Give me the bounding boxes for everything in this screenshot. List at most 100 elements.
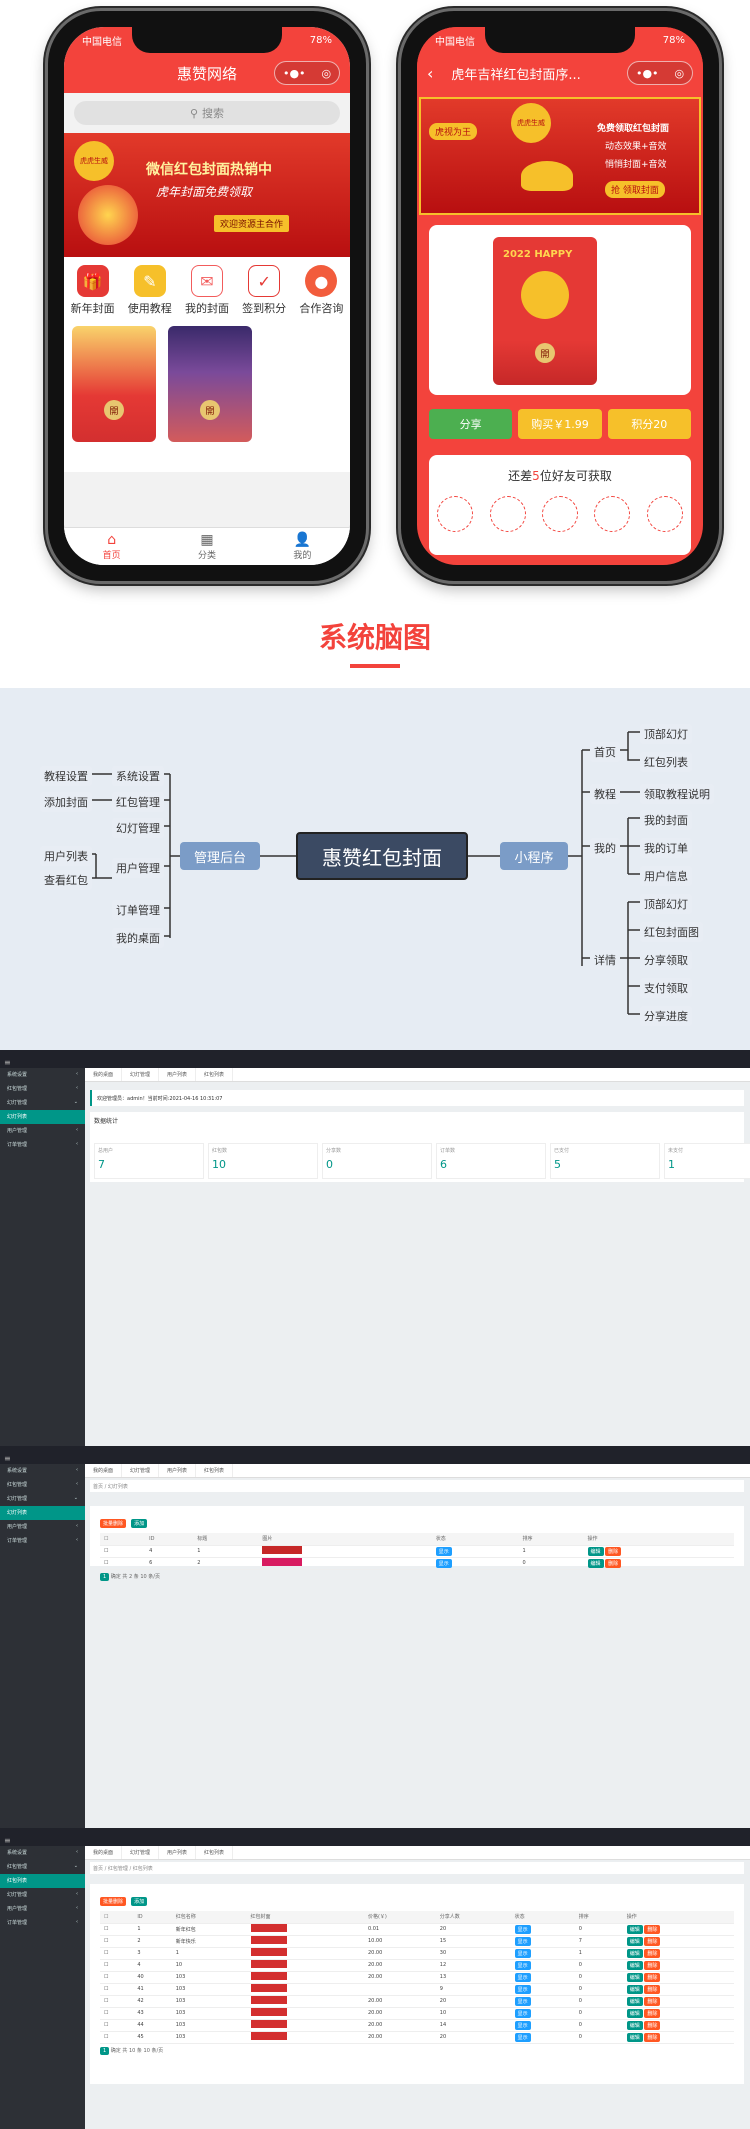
checkbox[interactable]: ☐ (100, 1923, 134, 1936)
capsule-menu[interactable]: •●• ◎ (627, 61, 693, 85)
page-number[interactable]: 1 (100, 1572, 110, 1581)
capsule-menu[interactable]: •●• ◎ (274, 61, 340, 85)
sidebar-item[interactable]: 系统设置‹ (7, 1071, 78, 1078)
status-badge[interactable]: 显示 (514, 2032, 531, 2042)
status-badge[interactable]: 显示 (514, 1984, 531, 1994)
sidebar-item[interactable]: 用户管理‹ (7, 1523, 78, 1530)
close-icon[interactable]: ◎ (321, 66, 332, 80)
cover-preview[interactable]: 2022 HAPPY 開 (493, 237, 597, 385)
delete-button[interactable]: 删除 (644, 2032, 661, 2042)
close-icon[interactable]: ◎ (674, 66, 685, 80)
delete-button[interactable]: 删除 (644, 1996, 661, 2006)
status-badge[interactable]: 显示 (435, 1558, 452, 1568)
edit-button[interactable]: 编辑 (626, 1948, 643, 1958)
sidebar-item[interactable]: 用户管理‹ (7, 1127, 78, 1134)
tab[interactable]: 我的桌面 (85, 1464, 123, 1477)
edit-button[interactable]: 编辑 (587, 1558, 604, 1568)
sidebar-item[interactable]: 订单管理‹ (7, 1141, 78, 1148)
home-banner[interactable]: 虎虎生威 微信红包封面热销中 虎年封面免费领取 欢迎资源主合作 (64, 133, 350, 257)
tab[interactable]: 红包列表 (196, 1068, 234, 1081)
delete-button[interactable]: 删除 (644, 1924, 661, 1934)
back-icon[interactable]: ‹ (427, 63, 434, 83)
go-button[interactable]: 确定 (110, 1573, 121, 1580)
share-button[interactable]: 分享 (429, 409, 513, 439)
edit-button[interactable]: 编辑 (626, 2020, 643, 2030)
delete-button[interactable]: 删除 (644, 1960, 661, 1970)
shortcut-new-year[interactable]: 🎁新年封面 (66, 265, 120, 316)
checkbox[interactable]: ☐ (100, 1911, 134, 1924)
sidebar-item[interactable]: 幻灯管理⌄ (7, 1099, 78, 1106)
page-number[interactable]: 1 (100, 2046, 110, 2055)
checkbox[interactable]: ☐ (100, 2007, 134, 2020)
checkbox[interactable]: ☐ (100, 1545, 146, 1558)
tab[interactable]: 幻灯管理 (122, 1846, 160, 1859)
sidebar-item[interactable]: 幻灯管理‹ (7, 1891, 78, 1898)
tab[interactable]: 我的桌面 (85, 1846, 123, 1859)
invite-slot[interactable] (437, 496, 474, 532)
edit-button[interactable]: 编辑 (626, 2008, 643, 2018)
tab-mine[interactable]: 👤我的 (293, 532, 312, 561)
go-button[interactable]: 确定 (110, 2047, 121, 2054)
invite-slot[interactable] (594, 496, 631, 532)
checkbox[interactable]: ☐ (100, 1995, 134, 2008)
checkbox[interactable]: ☐ (100, 1983, 134, 1996)
status-badge[interactable]: 显示 (514, 1936, 531, 1946)
checkbox[interactable]: ☐ (100, 1959, 134, 1972)
edit-button[interactable]: 编辑 (626, 1996, 643, 2006)
tab[interactable]: 用户列表 (159, 1068, 197, 1081)
status-badge[interactable]: 显示 (514, 1996, 531, 2006)
delete-button[interactable]: 删除 (605, 1546, 622, 1556)
tab[interactable]: 幻灯管理 (122, 1464, 160, 1477)
more-icon[interactable]: •●• (635, 66, 659, 80)
sidebar-item[interactable]: 幻灯管理⌄ (7, 1495, 78, 1502)
status-badge[interactable]: 显示 (514, 1924, 531, 1934)
tab[interactable]: 幻灯管理 (122, 1068, 160, 1081)
delete-button[interactable]: 删除 (644, 2020, 661, 2030)
checkbox[interactable]: ☐ (100, 1533, 146, 1546)
shortcut-consult[interactable]: ●合作咨询 (294, 265, 348, 316)
status-badge[interactable]: 显示 (514, 2020, 531, 2030)
sidebar-item[interactable]: 订单管理‹ (7, 1537, 78, 1544)
invite-slot[interactable] (541, 496, 578, 532)
checkbox[interactable]: ☐ (100, 2031, 134, 2044)
invite-slot[interactable] (489, 496, 526, 532)
add-button[interactable]: 添加 (131, 1897, 148, 1906)
tab-category[interactable]: ▦分类 (197, 532, 216, 561)
checkbox[interactable]: ☐ (100, 1935, 134, 1948)
shortcut-my-covers[interactable]: ✉我的封面 (180, 265, 234, 316)
status-badge[interactable]: 显示 (514, 2008, 531, 2018)
edit-button[interactable]: 编辑 (587, 1546, 604, 1556)
sidebar-item[interactable]: 系统设置‹ (7, 1849, 78, 1856)
page-size-select[interactable]: 10 条/页 (140, 1573, 160, 1580)
detail-banner[interactable]: 虎视为王 虎虎生威 免费领取红包封面 动态效果+音效 悄悄封面+音效 抢 领取封… (419, 97, 701, 215)
tab[interactable]: 用户列表 (159, 1464, 197, 1477)
search-bar[interactable]: ⚲搜索 (74, 101, 340, 125)
delete-button[interactable]: 删除 (644, 1972, 661, 1982)
checkbox[interactable]: ☐ (100, 1947, 134, 1960)
points-button[interactable]: 积分20 (607, 409, 691, 439)
delete-button[interactable]: 删除 (644, 1948, 661, 1958)
sidebar-item[interactable]: 红包管理⌄ (7, 1863, 78, 1870)
more-icon[interactable]: •●• (282, 66, 306, 80)
invite-slot[interactable] (646, 496, 683, 532)
sidebar-subitem-active[interactable]: 红包列表 (0, 1874, 85, 1888)
status-badge[interactable]: 显示 (514, 1960, 531, 1970)
cover-card[interactable]: 開 (72, 326, 156, 442)
menu-icon[interactable]: ≡ (4, 1454, 11, 1463)
sidebar-subitem-active[interactable]: 幻灯列表 (0, 1110, 85, 1124)
buy-button[interactable]: 购买￥1.99 (518, 409, 602, 439)
sidebar-item[interactable]: 系统设置‹ (7, 1467, 78, 1474)
tab[interactable]: 我的桌面 (85, 1068, 123, 1081)
menu-icon[interactable]: ≡ (4, 1836, 11, 1845)
sidebar-subitem-active[interactable]: 幻灯列表 (0, 1506, 85, 1520)
delete-button[interactable]: 删除 (644, 1984, 661, 1994)
cover-card[interactable]: 開 (168, 326, 252, 442)
sidebar-item[interactable]: 红包管理‹ (7, 1085, 78, 1092)
sidebar-item[interactable]: 红包管理‹ (7, 1481, 78, 1488)
add-button[interactable]: 添加 (131, 1519, 148, 1528)
edit-button[interactable]: 编辑 (626, 1972, 643, 1982)
status-badge[interactable]: 显示 (514, 1972, 531, 1982)
page-size-select[interactable]: 10 条/页 (143, 2047, 164, 2054)
menu-icon[interactable]: ≡ (4, 1058, 11, 1067)
batch-delete-button[interactable]: 批量删除 (100, 1897, 127, 1906)
